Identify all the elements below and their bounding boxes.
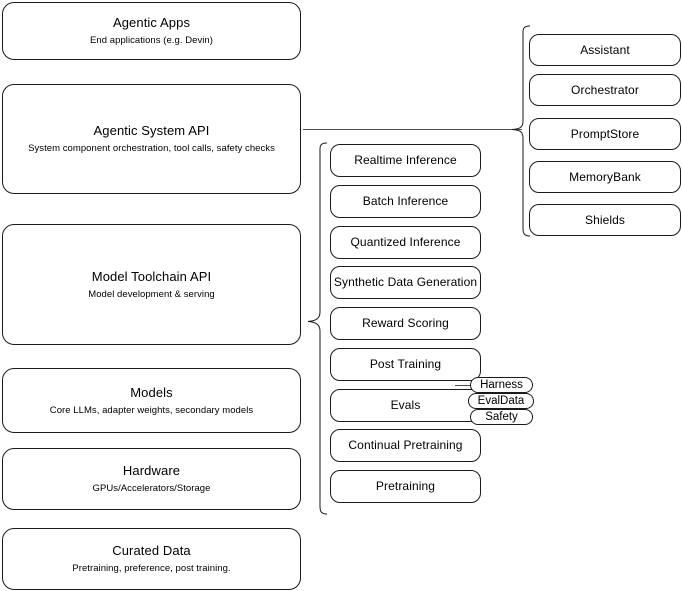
layer-subtitle: Model development & serving	[88, 288, 215, 300]
component-box-shields[interactable]: Shields	[529, 204, 681, 236]
capability-label: Post Training	[369, 357, 442, 371]
layer-subtitle: End applications (e.g. Devin)	[90, 35, 213, 46]
component-label: MemoryBank	[569, 169, 641, 184]
layer-title: Curated Data	[112, 543, 191, 558]
component-box-promptstore[interactable]: PromptStore	[529, 118, 681, 150]
layer-box-agentic-system-api[interactable]: Agentic System API System component orch…	[2, 84, 301, 194]
component-label: Shields	[584, 212, 626, 227]
layer-subtitle: GPUs/Accelerators/Storage	[92, 483, 211, 494]
layer-box-hardware[interactable]: Hardware GPUs/Accelerators/Storage	[2, 448, 301, 510]
capability-label: Pretraining	[375, 479, 436, 493]
capability-box-post-training[interactable]: Post Training	[330, 348, 481, 381]
layer-box-models[interactable]: Models Core LLMs, adapter weights, secon…	[2, 368, 301, 433]
capability-box-evals[interactable]: Evals	[330, 389, 481, 422]
brace-system-components	[511, 25, 531, 237]
capability-label: Realtime Inference	[354, 153, 457, 167]
capability-label: Continual Pretraining	[348, 438, 463, 452]
capability-label: Synthetic Data Generation	[333, 275, 478, 289]
capability-box-batch-inference[interactable]: Batch Inference	[330, 185, 481, 218]
connector-system-api-to-components	[303, 129, 522, 130]
component-box-memorybank[interactable]: MemoryBank	[529, 161, 681, 193]
layer-title: Hardware	[122, 463, 181, 478]
layer-title: Agentic System API	[93, 123, 210, 138]
evals-badge-label: Harness	[480, 378, 523, 391]
layer-subtitle: System component orchestration, tool cal…	[28, 143, 275, 154]
component-label: Orchestrator	[571, 82, 639, 97]
capability-label: Reward Scoring	[362, 316, 449, 330]
layer-title: Agentic Apps	[112, 15, 191, 30]
evals-badge-label: Safety	[485, 410, 518, 423]
capability-label: Evals	[390, 398, 421, 412]
layer-box-curated-data[interactable]: Curated Data Pretraining, preference, po…	[2, 528, 301, 590]
capability-box-continual-pretraining[interactable]: Continual Pretraining	[330, 429, 481, 462]
layer-title: Model Toolchain API	[91, 268, 212, 284]
capability-label: Batch Inference	[362, 194, 449, 208]
capability-box-realtime-inference[interactable]: Realtime Inference	[330, 144, 481, 177]
component-label: Assistant	[580, 42, 630, 57]
component-label: PromptStore	[570, 126, 640, 141]
evals-badge-safety[interactable]: Safety	[470, 409, 533, 425]
layer-subtitle: Core LLMs, adapter weights, secondary mo…	[49, 404, 254, 416]
brace-toolchain-capabilities	[307, 142, 328, 515]
capability-box-quantized-inference[interactable]: Quantized Inference	[330, 226, 481, 259]
layer-box-model-toolchain-api[interactable]: Model Toolchain API Model development & …	[2, 224, 301, 345]
capability-box-pretraining[interactable]: Pretraining	[330, 470, 481, 503]
evals-badge-evaldata[interactable]: EvalData	[468, 393, 534, 409]
capability-label: Quantized Inference	[350, 235, 461, 249]
capability-box-synthetic-data-generation[interactable]: Synthetic Data Generation	[330, 266, 481, 299]
evals-badge-label: EvalData	[477, 394, 525, 407]
capability-box-reward-scoring[interactable]: Reward Scoring	[330, 307, 481, 340]
layer-title: Models	[130, 384, 173, 400]
layer-subtitle: Pretraining, preference, post training.	[72, 563, 231, 574]
connector-evals-harness	[455, 385, 477, 386]
component-box-assistant[interactable]: Assistant	[529, 34, 681, 66]
evals-badge-harness[interactable]: Harness	[470, 377, 533, 393]
component-box-orchestrator[interactable]: Orchestrator	[529, 74, 681, 106]
layer-box-agentic-apps[interactable]: Agentic Apps End applications (e.g. Devi…	[2, 2, 301, 60]
